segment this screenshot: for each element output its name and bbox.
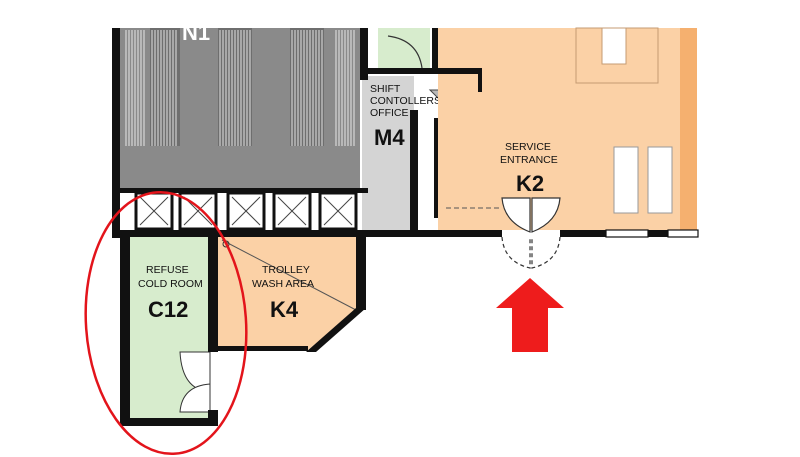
drain-box [134,191,174,231]
room-k2-bench-1 [613,146,639,214]
walls [112,28,699,426]
room-m4-lobby [378,28,430,68]
room-k4-diagonal [221,239,357,311]
room-k2-edge [680,28,697,230]
room-k4[interactable]: TROLLEY WASH AREA K4 [218,236,358,350]
room-n1-stripes [125,30,355,146]
room-m4-name-1: SHIFT [370,83,401,95]
room-m4-name-3: OFFICE [370,107,409,119]
room-m4-code: M4 [374,125,405,150]
room-c12[interactable]: REFUSE COLD ROOM C12 [130,236,211,418]
room-n1-code: N1 [182,20,210,45]
room-c12-name-2: COLD ROOM [138,278,203,290]
drain-boxes [134,191,358,231]
room-k2-code: K2 [516,171,544,196]
door-leaf-outer-left [501,236,531,269]
room-k2-name-2: ENTRANCE [500,154,558,166]
room-k4-floor [218,236,358,350]
room-k2-bench-2 [647,146,673,214]
highlight-ellipse [84,190,248,456]
room-m4-name-2: CONTOLLERS [370,95,441,107]
door-arc-m4 [387,35,423,69]
room-k4-code: K4 [270,297,299,322]
room-k4-name-1: TROLLEY [262,264,310,276]
room-k2-floor [438,28,680,230]
room-c12-name-1: REFUSE [146,264,189,276]
room-k2[interactable]: SERVICE ENTRANCE K2 [438,27,697,230]
door-leaf-outer-right [531,236,561,269]
room-c12-code: C12 [148,297,188,322]
drain-box [318,191,358,231]
room-k2-fixture-white [601,27,627,65]
room-k2-name-1: SERVICE [505,141,551,153]
room-n1[interactable]: N1 [120,20,360,190]
room-m4-floor [362,76,414,230]
door-leaf-inner-left [501,197,531,233]
drain-box [272,191,312,231]
door-leaf-inner-right [531,197,561,233]
service-entrance-door[interactable] [501,197,561,269]
room-k4-name-2: WASH AREA [252,278,314,290]
entrance-arrow-icon [496,278,564,352]
door-arc-c12-bottom [179,383,211,413]
drain-box [226,191,266,231]
